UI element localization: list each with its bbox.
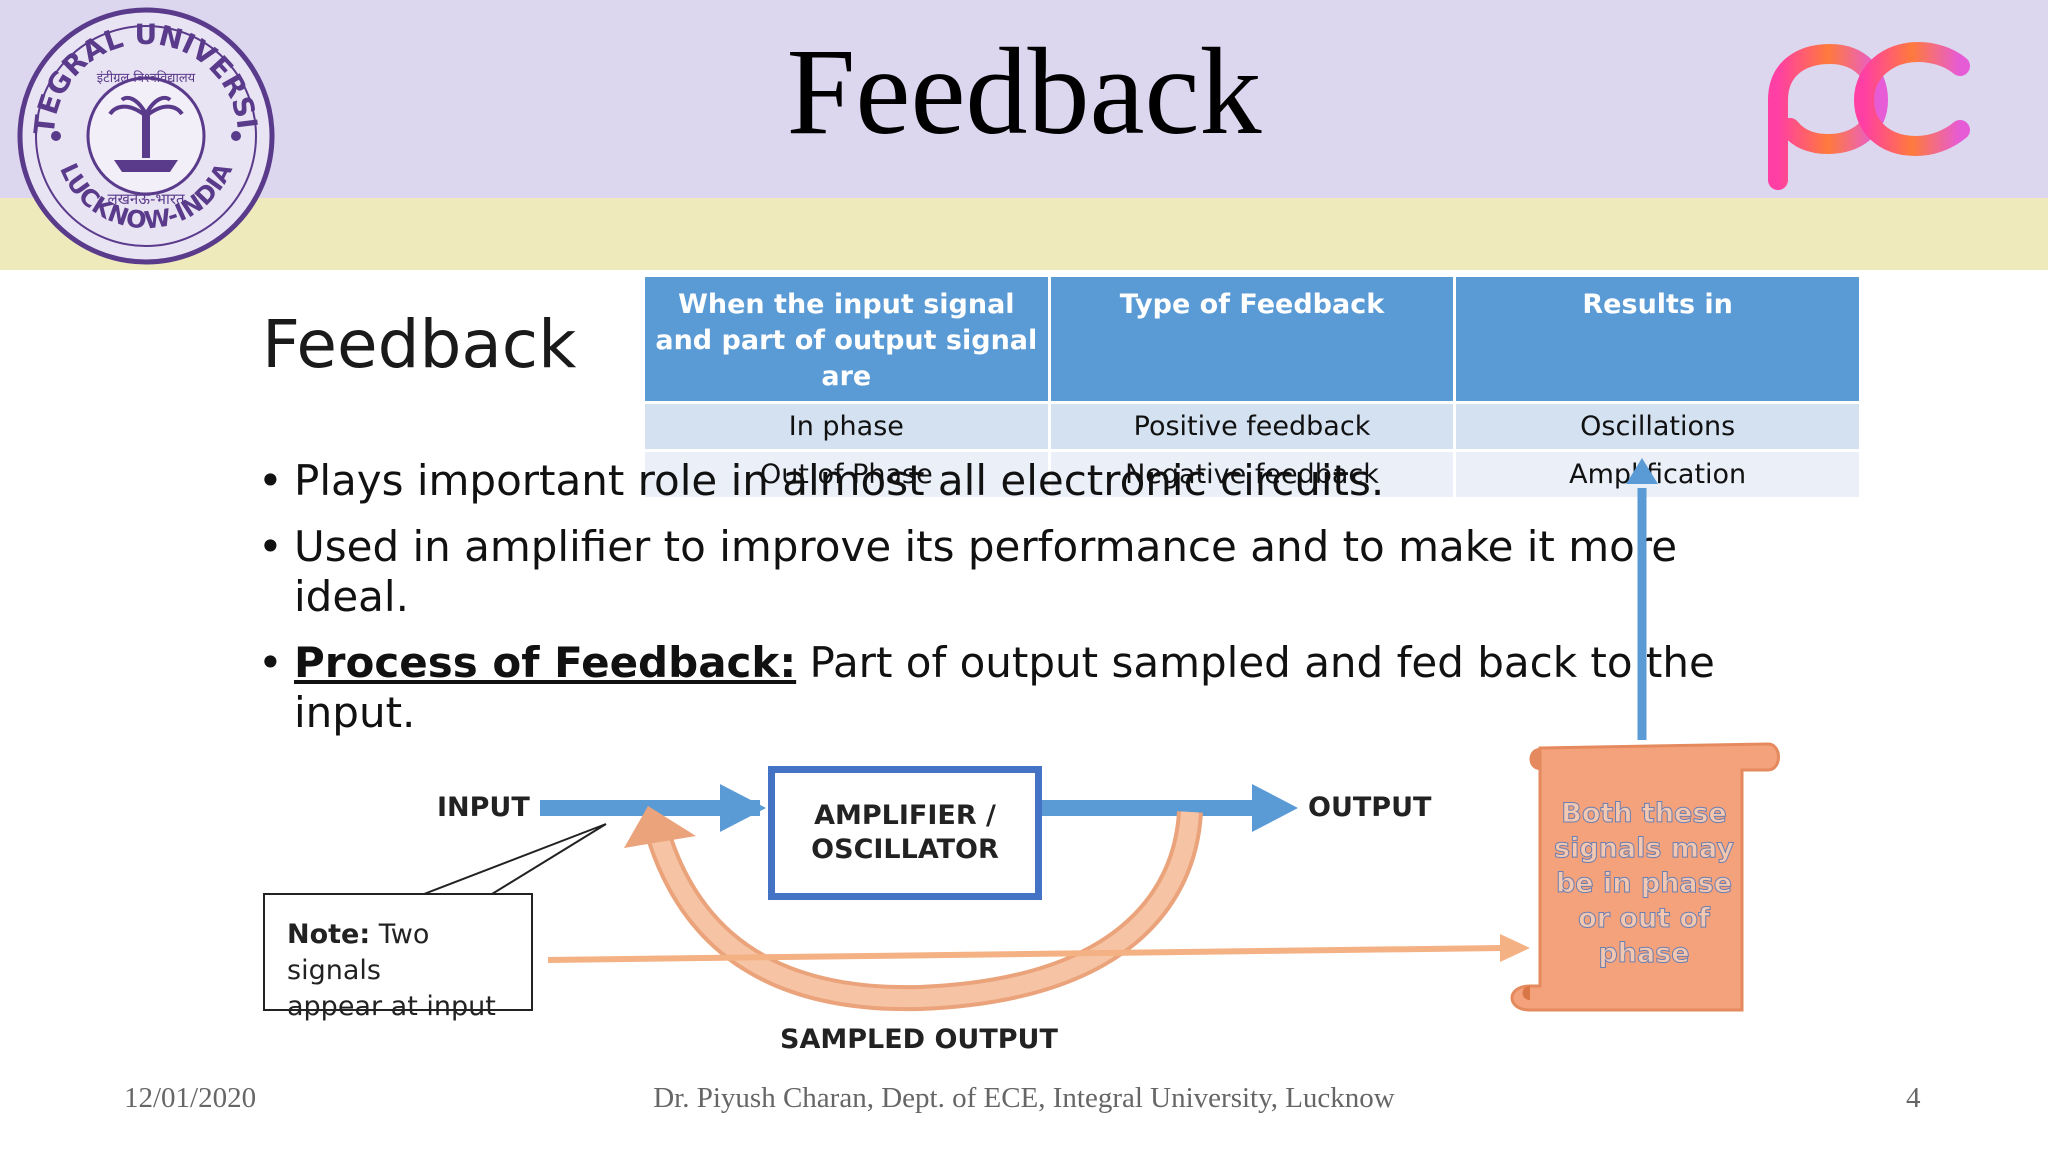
note-arrow: [547, 945, 1503, 963]
table-header-cell: Results in: [1453, 274, 1862, 404]
output-label: OUTPUT: [1308, 792, 1432, 823]
amplifier-box: AMPLIFIER / OSCILLATOR: [768, 766, 1042, 900]
content-heading: Feedback: [262, 306, 577, 383]
bullet-text: Part of output sampled and fed back to t…: [294, 638, 1715, 737]
input-label: INPUT: [437, 792, 530, 823]
bullet-list: Plays important role in almost all elect…: [258, 456, 1758, 754]
table-header-cell: When the input signal and part of output…: [642, 274, 1051, 404]
amplifier-label-line1: AMPLIFIER /: [814, 800, 996, 831]
subheader-band: [0, 198, 2048, 270]
table-header-row: When the input signal and part of output…: [642, 274, 1862, 404]
sampled-output-label: SAMPLED OUTPUT: [780, 1024, 1058, 1055]
table-cell: Oscillations: [1453, 401, 1862, 452]
bullet-item: Process of Feedback: Part of output samp…: [258, 638, 1758, 738]
pc-logo: pc: [1768, 41, 1970, 190]
note-strong: Note:: [287, 919, 371, 950]
footer-author: Dr. Piyush Charan, Dept. of ECE, Integra…: [653, 1082, 1395, 1114]
svg-text:लखनऊ-भारत: लखनऊ-भारत: [107, 190, 185, 208]
scroll-shape: [1510, 742, 1780, 1012]
table-cell: In phase: [642, 401, 1051, 452]
note-text-line2: appear at input: [287, 991, 496, 1022]
bullet-item: Plays important role in almost all elect…: [258, 456, 1758, 506]
svg-text:इंटीग्रल विश्वविद्यालय: इंटीग्रल विश्वविद्यालय: [97, 70, 196, 86]
note-text: Two signals: [287, 919, 430, 986]
footer-date: 12/01/2020: [124, 1082, 257, 1114]
page-number: 4: [1906, 1082, 1921, 1114]
callout-pointer: [423, 823, 607, 895]
output-arrow: [1035, 800, 1265, 816]
note-box: Note: Two signals appear at input: [263, 893, 533, 1022]
bullet-emphasis: Process of Feedback:: [294, 638, 797, 687]
university-seal-logo: INTEGRAL UNIVERSITY LUCKNOW-INDIA इंटीग्…: [14, 4, 275, 265]
feedback-arrowhead: [624, 806, 696, 848]
table-row: In phase Positive feedback Oscillations: [642, 401, 1862, 452]
slide-title: Feedback: [786, 23, 1262, 160]
scroll-text: Both these signals may be in phase or ou…: [1554, 798, 1735, 970]
table-cell: Positive feedback: [1047, 401, 1457, 452]
bullet-item: Used in amplifier to improve its perform…: [258, 522, 1758, 622]
amplifier-label-line2: OSCILLATOR: [811, 834, 999, 865]
table-header-cell: Type of Feedback: [1047, 274, 1457, 404]
header-band: [0, 0, 2048, 198]
